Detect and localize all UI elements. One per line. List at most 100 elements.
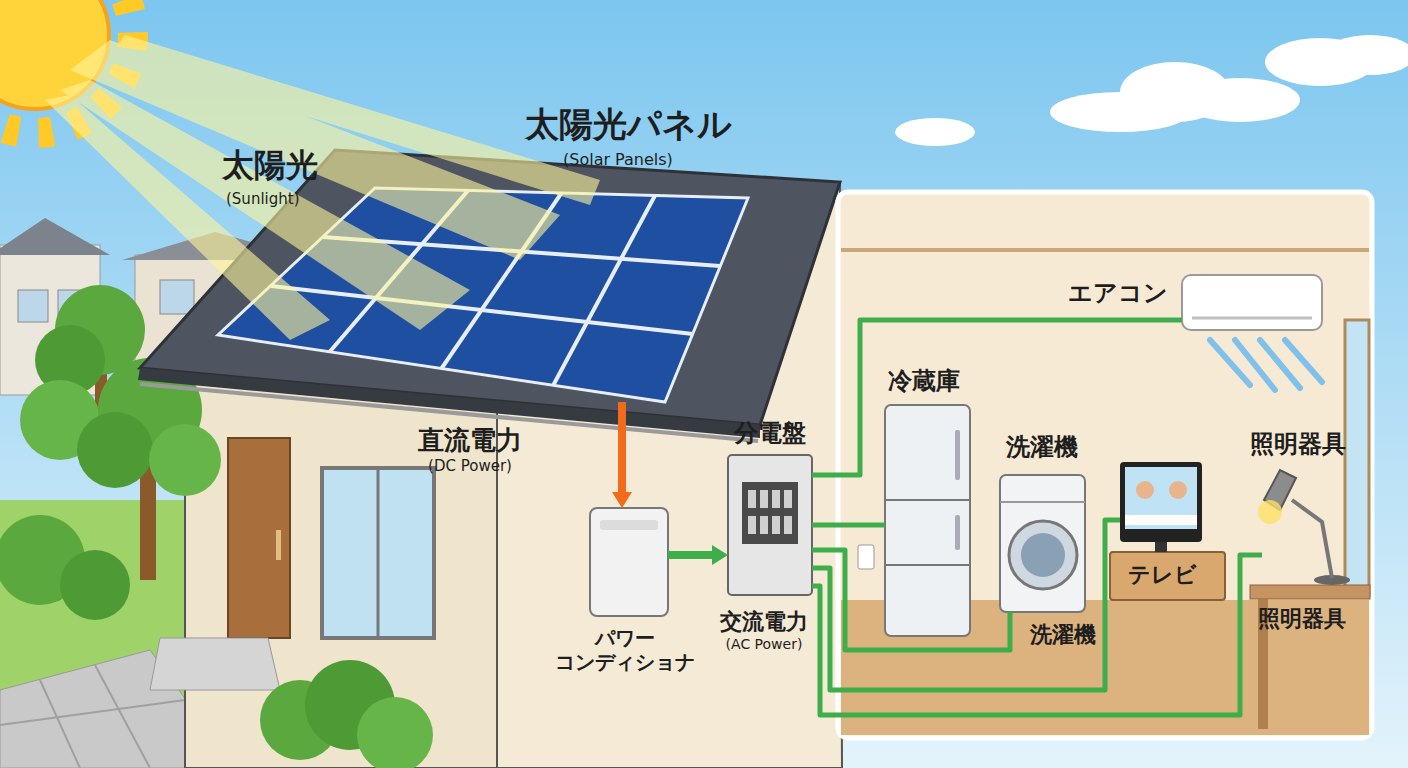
distribution-board-box: 分電盤 xyxy=(728,455,812,595)
node-label: テレビ xyxy=(1128,562,1197,588)
ground-part xyxy=(0,700,185,725)
washing-machine-part xyxy=(1021,533,1065,577)
television xyxy=(1110,462,1225,600)
room-interior-part xyxy=(838,192,1372,738)
house-front-wall-part xyxy=(322,468,434,638)
house-front-wall-part xyxy=(228,438,290,638)
air-conditioner-part xyxy=(1192,317,1312,320)
room-interior-part xyxy=(1345,320,1369,595)
air-conditioner xyxy=(1182,275,1322,390)
distribution-board-part xyxy=(728,455,812,595)
free-label: 照明器具 xyxy=(1258,606,1346,632)
television-part xyxy=(1155,542,1167,552)
desk-lamp-part xyxy=(1258,500,1282,524)
node-label: パワー コンディショナ xyxy=(548,626,702,674)
distribution-board-part xyxy=(772,516,780,534)
free-label: 太陽光 xyxy=(222,146,318,184)
refrigerator-part xyxy=(885,564,970,566)
distribution-board-part xyxy=(784,516,792,534)
washing-machine-part xyxy=(1000,475,1085,612)
front-bush xyxy=(260,660,433,768)
power-conditioner-box: パワー コンディショナ xyxy=(590,508,668,616)
node-label: 冷蔵庫 xyxy=(888,367,960,396)
solar-panels-part xyxy=(271,286,693,334)
lamp-box: 照明器具 xyxy=(1262,470,1347,585)
solar-panel-array: 太陽光パネル(Solar Panels) xyxy=(218,188,748,402)
distribution-board-part xyxy=(760,490,768,508)
washing-machine-box: 洗濯機 xyxy=(1000,475,1085,612)
television-part xyxy=(1125,515,1197,525)
desk-lamp xyxy=(1250,470,1370,729)
air-conditioner-box: エアコン xyxy=(1182,275,1322,330)
solar-panels-part xyxy=(553,196,655,386)
room-interior xyxy=(838,192,1372,738)
edge-label: 直流電力 (DC Power) xyxy=(400,424,540,475)
power-conditioner-part xyxy=(600,520,658,530)
front-bush-part xyxy=(357,697,433,768)
front-tree-part xyxy=(60,550,130,620)
television-part xyxy=(1120,462,1202,542)
distribution-board-part xyxy=(760,516,768,534)
distribution-board xyxy=(728,455,812,595)
background-houses-part xyxy=(0,218,110,255)
power-wire xyxy=(618,402,626,496)
free-label: (Sunlight) xyxy=(226,190,299,208)
node-label: 太陽光パネル xyxy=(525,104,732,145)
clouds-part xyxy=(895,118,975,146)
television-part xyxy=(1136,481,1154,499)
free-label: 洗濯機 xyxy=(1030,622,1096,648)
air-conditioner-part xyxy=(1182,275,1322,330)
washing-machine-part xyxy=(1009,521,1077,589)
sun-beams-part xyxy=(45,95,330,340)
refrigerator-part xyxy=(955,515,960,550)
house-front-wall-part xyxy=(150,638,280,690)
edge-label: 交流電力 (AC Power) xyxy=(710,608,818,653)
power-wire xyxy=(812,523,885,528)
refrigerator-part xyxy=(955,430,960,480)
desk-lamp-part xyxy=(1292,500,1332,578)
background-houses-part xyxy=(160,280,194,314)
front-tree-part xyxy=(149,424,221,496)
clouds-part xyxy=(1180,78,1300,122)
distribution-board-part xyxy=(772,490,780,508)
power-wire xyxy=(812,555,1262,715)
desk-lamp-part xyxy=(1250,585,1370,599)
refrigerator-part xyxy=(885,499,970,501)
washing-machine xyxy=(1000,475,1085,612)
node-label: 照明器具 xyxy=(1250,430,1346,459)
television-box: テレビ xyxy=(1120,462,1202,550)
television-part xyxy=(1110,552,1225,600)
node-label: 洗濯機 xyxy=(1006,433,1078,462)
power-wire xyxy=(812,520,1120,690)
node-sublabel: (Solar Panels) xyxy=(563,150,673,169)
refrigerator-part xyxy=(885,405,970,636)
television-part xyxy=(1169,481,1187,499)
room-interior-part xyxy=(858,545,874,569)
front-tree xyxy=(0,358,221,620)
room-interior-part xyxy=(841,248,1369,252)
air-conditioner-part xyxy=(1210,340,1322,390)
house-front-wall-part xyxy=(276,530,281,560)
refrigerator xyxy=(885,405,970,636)
front-tree-part xyxy=(77,412,153,488)
background-houses-part xyxy=(18,290,48,322)
power-conditioner-part xyxy=(590,508,668,616)
clouds-part xyxy=(1325,35,1408,75)
power-wire xyxy=(668,551,716,559)
distribution-board-part xyxy=(784,490,792,508)
power-wire xyxy=(812,320,1182,475)
distribution-board-part xyxy=(748,516,756,534)
sun-beams xyxy=(45,35,600,340)
ground-part xyxy=(95,665,150,768)
node-label: エアコン xyxy=(1068,279,1168,308)
power-conditioner xyxy=(590,508,668,616)
ground-part xyxy=(40,680,80,768)
distribution-board-part xyxy=(748,490,756,508)
washing-machine-part xyxy=(1000,501,1085,503)
power-wire xyxy=(812,550,1010,650)
television-part xyxy=(1125,467,1197,529)
distribution-board-part xyxy=(742,482,798,544)
